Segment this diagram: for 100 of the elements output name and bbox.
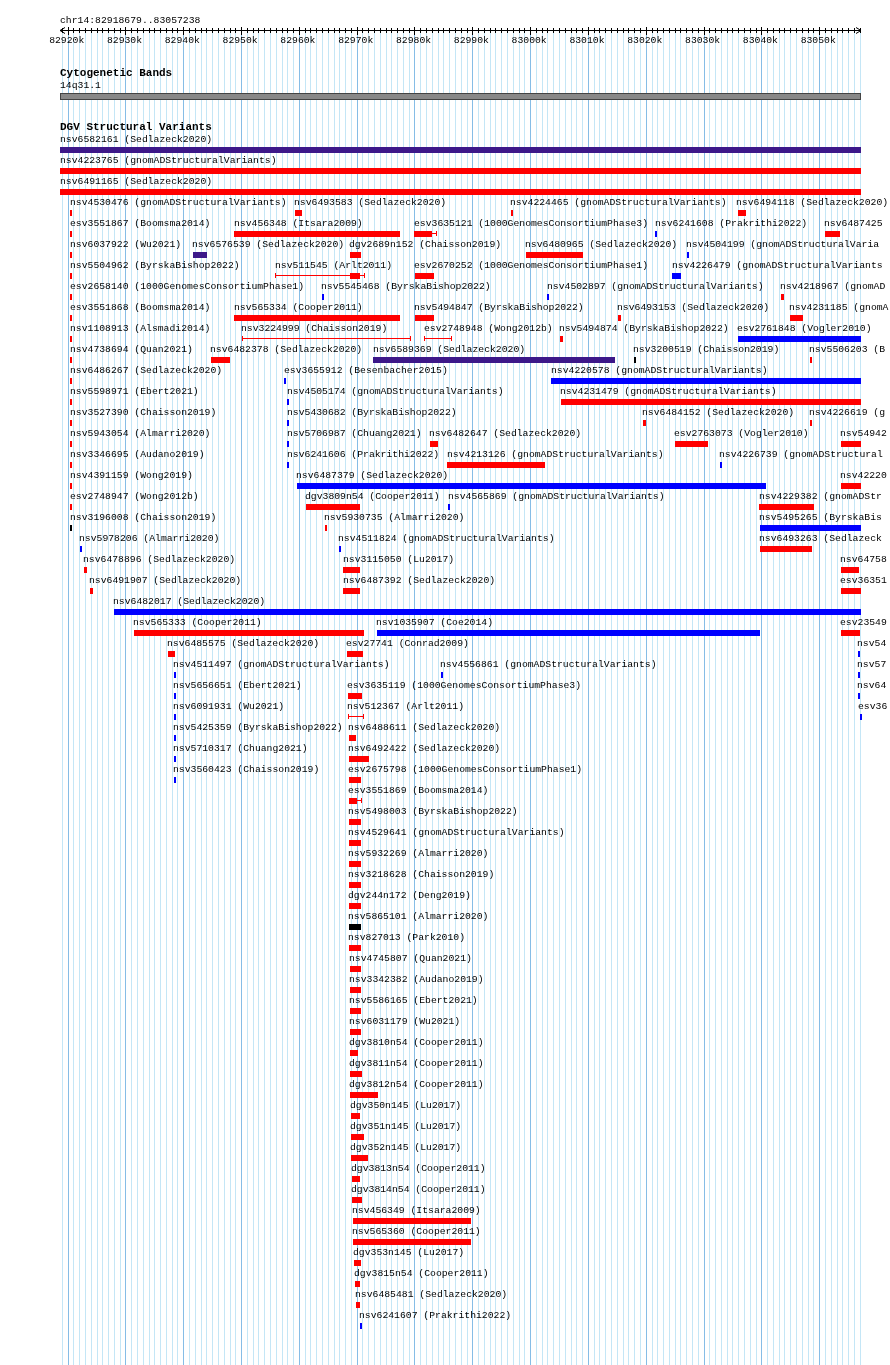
axis-tick-label: 82990k [453,35,489,46]
variant-label: nsv4213126 (gnomADStructuralVariants) [447,449,664,460]
axis-tick-label: 83000k [511,35,547,46]
variant-label: nsv6485481 (Sedlazeck2020) [355,1289,508,1300]
variant-label: nsv4224465 (gnomADStructuralVariants) [510,197,727,208]
variant-label: nsv5430682 (ByrskaBishop2022) [287,407,457,418]
axis-tick-label: 83040k [742,35,778,46]
variant-label: dgv353n145 (Lu2017) [353,1247,465,1258]
variant-label: nsv6486267 (Sedlazeck2020) [70,365,223,376]
variant-label: nsv6576539 (Sedlazeck2020) [192,239,345,250]
variant-label: nsv565334 (Cooper2011) [234,302,363,313]
variant-label: nsv4226479 (gnomADStructuralVariants [672,260,883,271]
variant-label: nsv3560423 (Chaisson2019) [173,764,320,775]
variant-label: nsv456349 (Itsara2009) [352,1205,481,1216]
variant-label: nsv54942 [840,428,887,439]
variant-label: dgv3810n54 (Cooper2011) [349,1037,484,1048]
variant-label: dgv3812n54 (Cooper2011) [349,1079,484,1090]
variant-label: nsv4511824 (gnomADStructuralVariants) [338,533,555,544]
variant-label: nsv64758 [840,554,887,565]
variant-label: nsv5425359 (ByrskaBishop2022) [173,722,343,733]
variant-label: nsv6478896 (Sedlazeck2020) [83,554,236,565]
variant-label: nsv6480965 (Sedlazeck2020) [525,239,678,250]
variant-label: nsv5586165 (Ebert2021) [349,995,478,1006]
variant-label: nsv6241607 (Prakrithi2022) [359,1310,512,1321]
variant-label: nsv565333 (Cooper2011) [133,617,262,628]
variant-label: nsv5710317 (Chuang2021) [173,743,308,754]
variant-label: nsv512367 (Arlt2011) [347,701,465,712]
variant-label: nsv6589369 (Sedlazeck2020) [373,344,526,355]
variant-label: nsv6091931 (Wu2021) [173,701,285,712]
variant-label: dgv351n145 (Lu2017) [350,1121,462,1132]
variant-label: nsv1035907 (Coe2014) [376,617,494,628]
variant-label: dgv3811n54 (Cooper2011) [349,1058,484,1069]
variant-label: dgv3815n54 (Cooper2011) [354,1268,489,1279]
variant-label: nsv64 [857,680,887,691]
variant-label: nsv4745807 (Quan2021) [349,953,472,964]
variant-label: nsv6482378 (Sedlazeck2020) [210,344,363,355]
variant-label: nsv5932269 (Almarri2020) [348,848,489,859]
variant-label: nsv1108913 (Alsmadi2014) [70,323,211,334]
axis-tick-label: 83020k [627,35,663,46]
variant-label: nsv6491907 (Sedlazeck2020) [89,575,242,586]
variant-label: dgv2689n152 (Chaisson2019) [349,239,502,250]
variant-label: nsv4220578 (gnomADStructuralVariants) [551,365,768,376]
variant-label: esv23549 [840,617,887,628]
variant-label: nsv4223765 (gnomADStructuralVariants) [60,155,277,166]
variant-label: esv3655912 (Besenbacher2015) [284,365,448,376]
variant-label: nsv6484152 (Sedlazeck2020) [642,407,795,418]
variant-label: esv3635119 (1000GenomesConsortiumPhase3) [347,680,582,691]
variant-label: nsv3115050 (Lu2017) [343,554,455,565]
variant-label: nsv5865101 (Almarri2020) [348,911,489,922]
variant-label: nsv5706987 (Chuang2021) [287,428,422,439]
variant-label: nsv3342382 (Audano2019) [349,974,484,985]
variant-label: nsv5545468 (ByrskaBishop2022) [321,281,491,292]
variant-label: nsv42220 [840,470,887,481]
variant-label: nsv4556861 (gnomADStructuralVariants) [440,659,657,670]
variant-label: nsv5495265 (ByrskaBis [759,512,882,523]
variant-label: nsv6241608 (Prakrithi2022) [655,218,808,229]
variant-label: nsv6582161 (Sedlazeck2020) [60,134,213,145]
variant-label: nsv6494118 (Sedlazeck2020) [736,197,889,208]
variant-label: esv2761848 (Vogler2010) [737,323,872,334]
variant-label: esv2675798 (1000GenomesConsortiumPhase1) [348,764,583,775]
band-label: 14q31.1 [60,80,101,91]
variant-label: nsv456348 (Itsara2009) [234,218,363,229]
variant-label: dgv244n172 (Deng2019) [348,890,471,901]
variant-label: nsv4504199 (gnomADStructuralVaria [686,239,880,250]
variant-label: nsv6487425 [824,218,883,229]
variant-label: esv2670252 (1000GenomesConsortiumPhase1) [414,260,649,271]
variant-label: nsv4391159 (Wong2019) [70,470,193,481]
variant-label: nsv4530476 (gnomADStructuralVariants) [70,197,287,208]
axis-tick-label: 82950k [222,35,258,46]
variant-label: esv2763073 (Vogler2010) [674,428,809,439]
variant-label: nsv5978206 (Almarri2020) [79,533,220,544]
axis-tick-label: 82980k [396,35,432,46]
variant-label: nsv4231479 (gnomADStructuralVariants) [560,386,777,397]
variant-label: esv36 [858,701,888,712]
variant-label: nsv4229382 (gnomADStr [759,491,882,502]
variant-label: nsv4218967 (gnomAD [780,281,886,292]
axis-tick-label: 83030k [685,35,721,46]
variant-label: nsv6031179 (Wu2021) [349,1016,461,1027]
variant-label: nsv6493153 (Sedlazeck2020) [617,302,770,313]
variant-label: nsv5506203 (B [809,344,886,355]
variant-label: nsv4226739 (gnomADStructural [719,449,883,460]
axis-tick-label: 82970k [338,35,374,46]
variant-label: nsv6485575 (Sedlazeck2020) [167,638,320,649]
variant-label: nsv565360 (Cooper2011) [352,1226,481,1237]
variant-label: nsv6493583 (Sedlazeck2020) [294,197,447,208]
variant-label: dgv3814n54 (Cooper2011) [351,1184,486,1195]
track-title: Cytogenetic Bands [60,68,173,79]
variant-label: nsv6493263 (Sedlazeck [759,533,882,544]
variant-label: nsv4565869 (gnomADStructuralVariants) [448,491,665,502]
variant-label: nsv4505174 (gnomADStructuralVariants) [287,386,504,397]
variant-label: nsv5598971 (Ebert2021) [70,386,199,397]
variant-label: nsv827013 (Park2010) [348,932,466,943]
variant-label: nsv6488611 (Sedlazeck2020) [348,722,501,733]
variant-label: nsv3224999 (Chaisson2019) [241,323,388,334]
variant-label: nsv3346695 (Audano2019) [70,449,205,460]
variant-label: nsv6487392 (Sedlazeck2020) [343,575,496,586]
variant-label: nsv5943054 (Almarri2020) [70,428,211,439]
variant-label: nsv6491165 (Sedlazeck2020) [60,176,213,187]
variant-label: esv3551869 (Boomsma2014) [348,785,489,796]
variant-label: nsv6482647 (Sedlazeck2020) [429,428,582,439]
